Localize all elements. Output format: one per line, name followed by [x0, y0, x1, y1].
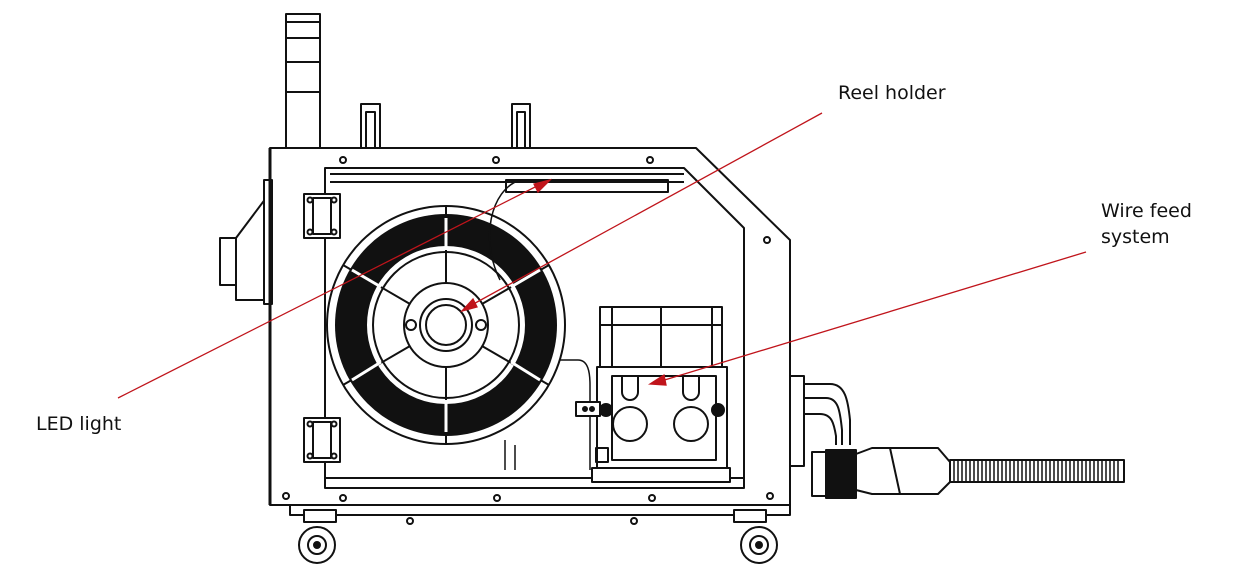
torch-connector: [789, 375, 951, 499]
leader-reel-holder: [467, 112, 823, 308]
label-reel-holder: Reel holder: [838, 82, 946, 104]
wheel-right: [733, 509, 778, 564]
hinge-bottom: [303, 417, 341, 463]
left-panel: [219, 179, 273, 305]
label-led-light: LED light: [36, 413, 122, 435]
label-wire-feed-system: Wire feed system: [1101, 198, 1192, 250]
wire-spool: [326, 205, 566, 445]
wire-feed-unit: [575, 306, 731, 483]
label-wire-feed-line1: Wire feed: [1101, 200, 1192, 222]
top-handles: [360, 103, 531, 148]
torch-hose: [949, 459, 1125, 483]
hinge-top: [303, 193, 341, 239]
wheel-left: [298, 509, 337, 564]
top-cylinder: [285, 13, 321, 149]
label-wire-feed-line2: system: [1101, 226, 1170, 248]
leader-wire-feed: [657, 251, 1087, 383]
leader-led-light: [117, 182, 544, 399]
